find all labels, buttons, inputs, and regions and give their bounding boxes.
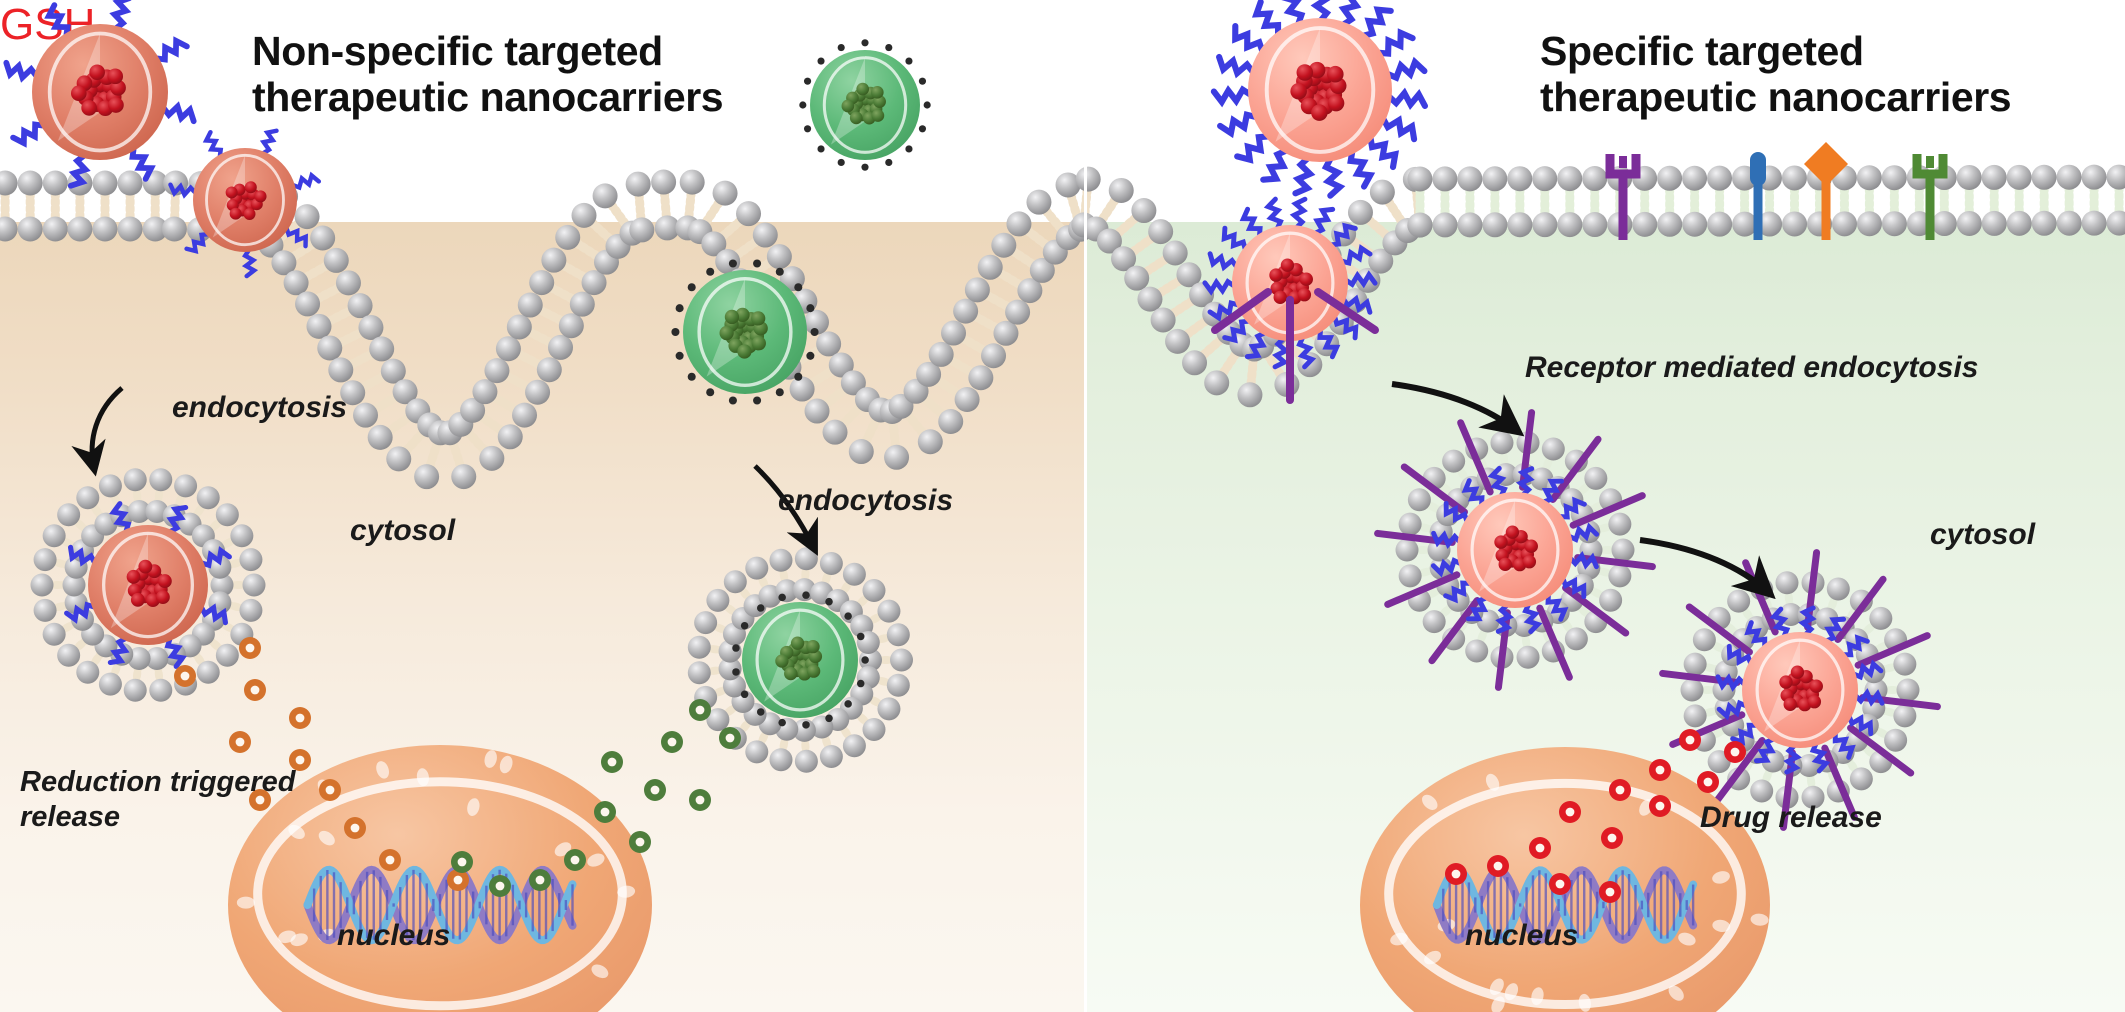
label-receptor-mediated-endocytosis: Receptor mediated endocytosis	[1525, 350, 1978, 386]
label-endocytosis-left: endocytosis	[172, 390, 347, 426]
arrow-rme-2	[1640, 540, 1768, 592]
label-reduction-triggered-release: Reduction triggeredrelease	[20, 765, 310, 835]
label-cytosol-left: cytosol	[350, 513, 455, 549]
label-nucleus-right: nucleus	[1465, 918, 1578, 954]
label-endocytosis-right: endocytosis	[778, 483, 953, 519]
label-nucleus-left: nucleus	[337, 918, 450, 954]
label-cytosol-right: cytosol	[1930, 517, 2035, 553]
arrow-rme-1	[1392, 384, 1516, 430]
page-title-right: Specific targetedtherapeutic nanocarrier…	[1540, 28, 2011, 121]
panel-divider	[1084, 0, 1087, 1012]
page-title-left: Non-specific targetedtherapeutic nanocar…	[252, 28, 723, 121]
arrow-endocytosis-left	[92, 388, 122, 468]
label-drug-release: Drug release	[1700, 800, 1882, 836]
